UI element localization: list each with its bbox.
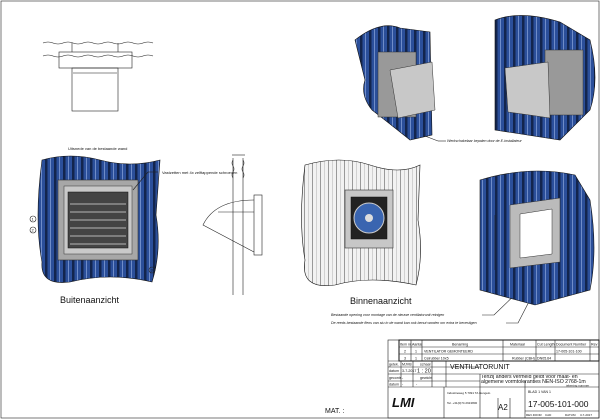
svg-text:VENTILATOR GEMONTEERD: VENTILATOR GEMONTEERD	[424, 350, 473, 354]
material-label: MAT. :	[325, 408, 344, 415]
callout-1: 1	[32, 217, 35, 222]
bom-header: Cut Length	[537, 343, 555, 347]
getek-value: MJVB	[402, 363, 412, 367]
iso-view-2	[494, 15, 596, 141]
datum2-value: -	[402, 383, 404, 387]
bom-header: Aantal	[412, 343, 422, 347]
outside-view-label: Buitenaanzicht	[60, 295, 120, 305]
iso-view-3	[479, 170, 595, 306]
bom-header: Item nr.	[400, 343, 412, 347]
bom-header: Benaming	[452, 343, 468, 347]
rev-value: CAD	[545, 413, 552, 417]
sheet-count: BLAD 1 VAN 1	[528, 390, 551, 394]
datum3-value: 3-7-2017	[580, 413, 592, 417]
drawing-title: VENTILATORUNIT	[450, 364, 510, 371]
electrician-note: Werkschakelaar bepalen door de E-install…	[447, 139, 522, 143]
callout-marker	[29, 226, 37, 234]
datum3-label: DATUM	[565, 413, 576, 417]
callout-2: 2	[32, 228, 35, 233]
inside-note-1: Bestaande opening voor montage van de ni…	[331, 313, 444, 317]
inside-view	[301, 159, 421, 287]
inside-view-label: Binnenaanzicht	[350, 296, 412, 306]
datum-label: datum	[389, 369, 399, 373]
svg-text:Rubber (CBH): Rubber (CBH)	[512, 357, 535, 361]
company-logo: LMI	[392, 395, 415, 410]
svg-text:3: 3	[404, 357, 406, 361]
svg-text:Celrubber 10x5: Celrubber 10x5	[424, 357, 449, 361]
gewicht-value: -	[416, 383, 418, 387]
company-address: Industrieweg 5 7091 TA Hengelo	[447, 391, 491, 395]
drawing-number: 17-005-101-000	[528, 399, 589, 409]
getek-label: getek.	[389, 363, 399, 367]
svg-text:2: 2	[404, 350, 406, 354]
bom-header: Rev	[591, 343, 598, 347]
rev-label: REV.DOOR	[526, 413, 543, 417]
svg-text:1: 1	[415, 350, 417, 354]
datum-value: 3-7-2017	[402, 369, 416, 373]
fixing-note: Vastzetten met 4x zelftappende schroeven	[162, 170, 237, 175]
callout-marker	[29, 215, 37, 223]
datum2-label: datum	[389, 383, 399, 387]
top-section-view	[42, 41, 154, 112]
schaal-value: 1 : 20	[417, 369, 431, 375]
bom-row: 2 1 VENTILATOR GEMONTEERD 17-005-101-100	[404, 350, 582, 354]
svg-text:1: 1	[415, 357, 417, 361]
side-view	[202, 154, 263, 295]
outside-view	[37, 155, 161, 283]
schaal-label: schaal	[420, 363, 431, 367]
bom-row: 3 1 Celrubber 10x5 Rubber (CBH) DN05.64	[404, 357, 551, 361]
bom-header: Document Number	[556, 343, 587, 347]
gewicht-label: gewicht	[420, 376, 432, 380]
sheet-format: A2	[498, 403, 508, 412]
bom-header: Materiaal	[510, 343, 525, 347]
gecontr-label: gecontr.	[389, 376, 402, 380]
drawing-number-label: tekening nummer	[566, 383, 589, 387]
title-block: Item nr. Aantal Benaming Materiaal Cut L…	[387, 339, 600, 419]
section-note: Uitsnede van de bestaande wand	[68, 146, 127, 151]
callout-3: 3	[151, 268, 154, 273]
svg-text:17-005-101-100: 17-005-101-100	[556, 350, 582, 354]
inside-note-2: De reeds bestaande flens van stu in de w…	[331, 321, 477, 325]
svg-text:DN05.64: DN05.64	[537, 357, 551, 361]
tolerance-note: Tenzij anders vermeld geldt voor maat- e…	[481, 374, 586, 385]
company-phone: Tel. +31(0)74 2913800	[447, 401, 477, 405]
gecontr-value: -	[402, 376, 404, 380]
callout-marker	[148, 266, 156, 274]
iso-view-1	[354, 25, 436, 141]
